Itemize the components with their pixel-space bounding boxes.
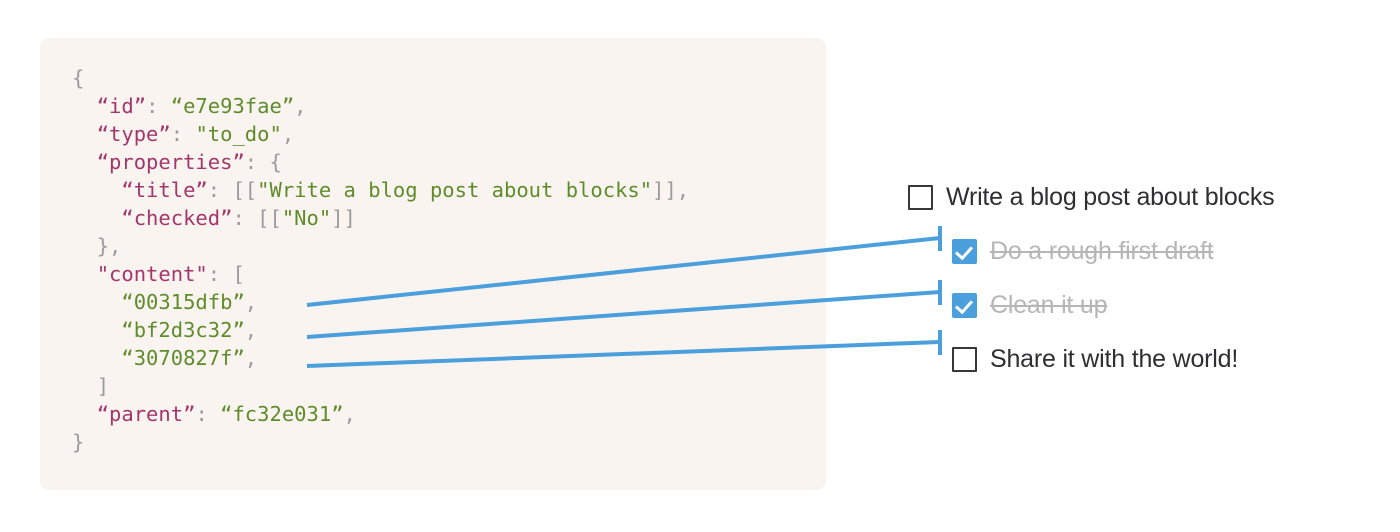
code-line: }, (72, 232, 689, 260)
json-code-panel: { “id”: “e7e93fae”, “type”: "to_do", “pr… (40, 38, 826, 490)
code-token-punct: ]], (652, 178, 690, 202)
code-token-punct: : (146, 94, 171, 118)
code-token-punct: , (244, 290, 258, 314)
code-line: “00315dfb”, (72, 288, 689, 316)
code-line: { (72, 64, 689, 92)
code-indent (72, 178, 121, 202)
code-token-str: “3070827f” (121, 346, 245, 370)
todo-item[interactable]: Do a rough first draft (908, 224, 1378, 278)
todo-item[interactable]: Share it with the world! (908, 332, 1378, 386)
code-token-str: “fc32e031” (220, 402, 344, 426)
code-token-punct: , (281, 122, 295, 146)
code-line: “type”: "to_do", (72, 120, 689, 148)
code-token-punct: : (195, 402, 221, 426)
code-token-str: “00315dfb” (121, 290, 245, 314)
code-token-str: “bf2d3c32” (121, 318, 245, 342)
todo-item[interactable]: Write a blog post about blocks (908, 170, 1378, 224)
code-token-key: “type” (96, 122, 171, 146)
code-line: ] (72, 372, 689, 400)
checkbox-unchecked-icon[interactable] (952, 346, 977, 372)
todo-item[interactable]: Clean it up (908, 278, 1378, 332)
code-token-key: “checked” (121, 206, 233, 230)
code-token-punct: : (170, 122, 196, 146)
code-token-str: "No" (281, 206, 332, 230)
code-indent (72, 206, 121, 230)
todo-item-label[interactable]: Write a blog post about blocks (946, 182, 1275, 211)
json-code-block: { “id”: “e7e93fae”, “type”: "to_do", “pr… (72, 64, 689, 456)
code-indent (72, 346, 121, 370)
code-token-punct: : [[ (232, 206, 282, 230)
code-line: “properties”: { (72, 148, 689, 176)
code-indent (72, 402, 97, 426)
code-token-key: “id” (96, 94, 147, 118)
code-line: } (72, 428, 689, 456)
todo-item-label[interactable]: Share it with the world! (990, 344, 1239, 373)
code-indent (72, 150, 97, 174)
todo-item-label[interactable]: Do a rough first draft (990, 236, 1214, 265)
code-token-str: "to_do" (195, 122, 282, 146)
code-token-punct: : { (244, 150, 282, 174)
code-token-punct: , (294, 94, 307, 118)
todo-checklist: Write a blog post about blocks Do a rough… (908, 170, 1378, 386)
code-token-punct: { (72, 66, 85, 90)
code-token-str: “e7e93fae” (170, 94, 295, 118)
code-indent (72, 94, 97, 118)
code-indent (72, 374, 97, 398)
code-indent (72, 234, 97, 258)
checkbox-checked-icon[interactable] (952, 238, 977, 264)
code-token-key: "content" (96, 262, 208, 286)
code-indent (72, 318, 121, 342)
code-line: “title”: [["Write a blog post about bloc… (72, 176, 689, 204)
code-token-punct: : [[ (207, 178, 258, 202)
code-token-punct: , (343, 402, 356, 426)
code-token-punct: , (244, 346, 258, 370)
code-line: “parent”: “fc32e031”, (72, 400, 689, 428)
code-token-punct: : [ (207, 262, 245, 286)
code-token-key: “title” (121, 178, 208, 202)
code-token-punct: } (72, 430, 85, 454)
code-token-str: "Write a blog post about blocks" (257, 178, 653, 202)
code-token-punct: , (244, 318, 258, 342)
todo-item-label[interactable]: Clean it up (990, 290, 1108, 319)
code-token-punct: ] (96, 374, 110, 398)
code-indent (72, 122, 97, 146)
code-indent (72, 262, 97, 286)
code-line: “bf2d3c32”, (72, 316, 689, 344)
code-line: "content": [ (72, 260, 689, 288)
checkbox-checked-icon[interactable] (952, 292, 977, 318)
code-indent (72, 290, 121, 314)
code-token-key: “parent” (96, 402, 196, 426)
code-line: “3070827f”, (72, 344, 689, 372)
code-line: “id”: “e7e93fae”, (72, 92, 689, 120)
code-token-punct: }, (96, 234, 122, 258)
checkbox-unchecked-icon[interactable] (908, 184, 933, 210)
code-token-punct: ]] (331, 206, 356, 230)
code-line: “checked”: [["No"]] (72, 204, 689, 232)
code-token-key: “properties” (96, 150, 245, 174)
